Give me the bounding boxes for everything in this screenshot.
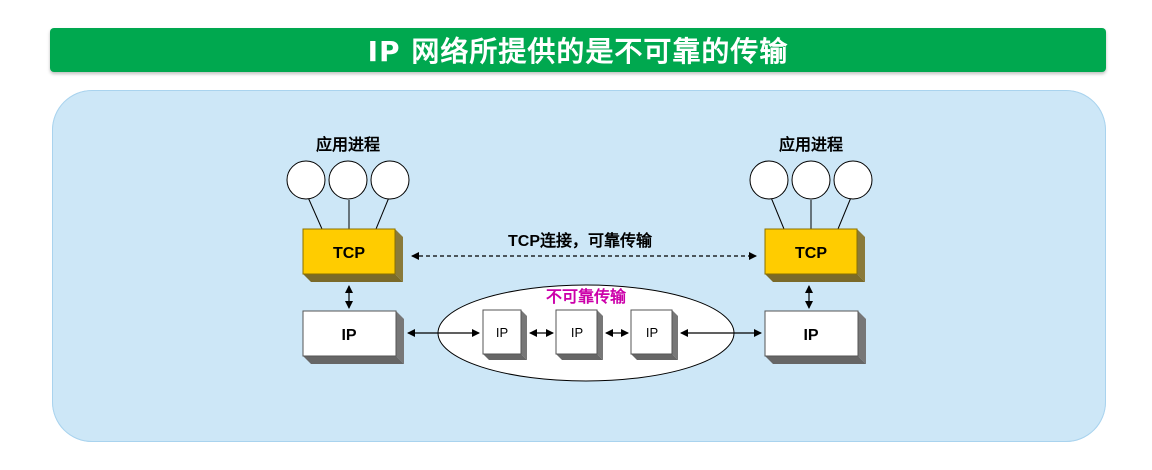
right-tcp-label: TCP (795, 245, 827, 262)
left-tcp-box: TCP (302, 228, 403, 282)
right-tcp-box: TCP (764, 228, 865, 282)
left-app-circles (286, 160, 410, 230)
app-process-circle (370, 160, 410, 200)
router-2-label: IP (571, 325, 583, 340)
app-process-circle (791, 160, 831, 200)
left-ip-label: IP (341, 327, 356, 344)
left-app-process-label: 应用进程 (316, 135, 380, 154)
right-ip-label: IP (803, 327, 818, 344)
right-app-process-label: 应用进程 (779, 135, 843, 154)
router-3: IP (630, 309, 678, 360)
left-tcp-label: TCP (333, 245, 365, 262)
title-bar: IP 网络所提供的是不可靠的传输 (50, 28, 1106, 72)
router-1-label: IP (496, 325, 508, 340)
left-ip-box: IP (302, 310, 404, 364)
right-app-circles (749, 160, 873, 230)
tcp-connection-label: TCP连接，可靠传输 (508, 231, 653, 250)
router-1: IP (482, 309, 527, 360)
app-process-circle (328, 160, 368, 200)
page-title: IP 网络所提供的是不可靠的传输 (367, 35, 789, 68)
app-process-circle (749, 160, 789, 200)
diagram-panel (52, 90, 1106, 442)
router-2: IP (555, 309, 603, 360)
right-ip-box: IP (764, 310, 866, 364)
app-process-circle (833, 160, 873, 200)
unreliable-label: 不可靠传输 (546, 287, 627, 306)
router-3-label: IP (646, 325, 658, 340)
app-process-circle (286, 160, 326, 200)
